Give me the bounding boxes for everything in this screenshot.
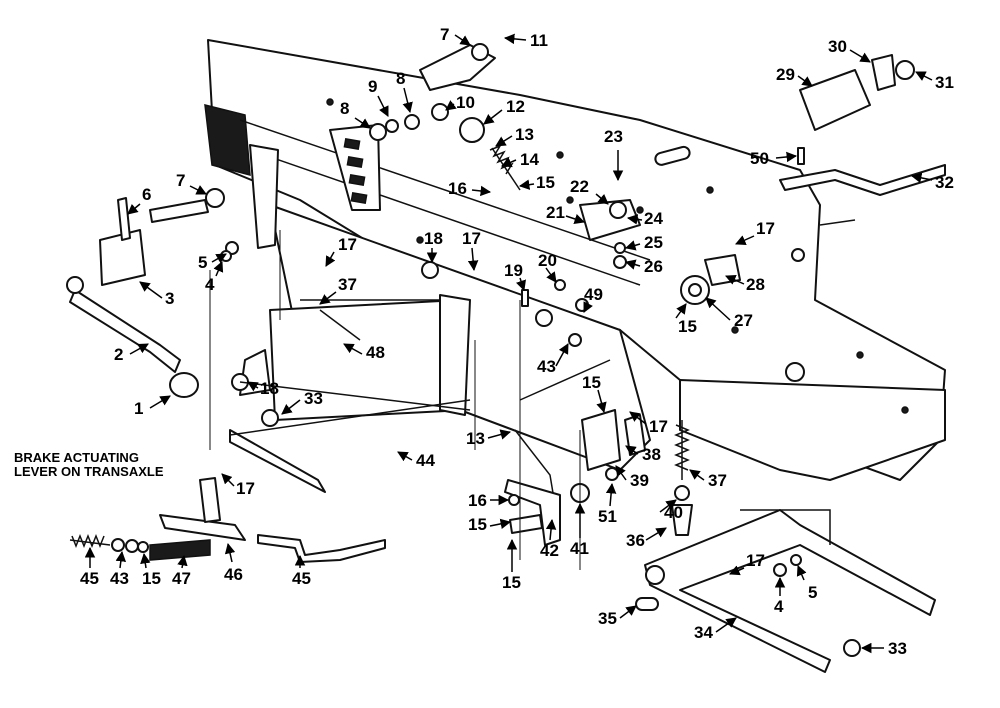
callout-label: 45	[292, 569, 311, 588]
callout-label: 10	[456, 93, 475, 112]
callout-label: 8	[340, 99, 349, 118]
callout-label: 37	[338, 275, 357, 294]
callouts: 7 11 30 29 31 9 8 8 10 12 13 14 23 16 15…	[80, 25, 954, 658]
callout-label: 17	[756, 219, 775, 238]
callout-label: 8	[396, 69, 405, 88]
callout-label: 29	[776, 65, 795, 84]
callout-label: 44	[416, 451, 435, 470]
callout-label: 13	[515, 125, 534, 144]
callout-label: 26	[644, 257, 663, 276]
callout-label: 3	[165, 289, 174, 308]
callout-label: 45	[80, 569, 99, 588]
callout-label: 42	[540, 541, 559, 560]
callout-label: 11	[530, 31, 548, 50]
callout-label: 49	[584, 285, 603, 304]
callout-label: 23	[604, 127, 623, 146]
callout-label: 35	[598, 609, 617, 628]
callout-label: 7	[176, 171, 185, 190]
callout-label: 46	[224, 565, 243, 584]
callout-label: 33	[304, 389, 323, 408]
callout-label: 17	[236, 479, 255, 498]
callout-label: 5	[198, 253, 207, 272]
callout-label: 25	[644, 233, 663, 252]
callout-label: 28	[746, 275, 765, 294]
callout-label: 7	[440, 25, 449, 44]
callout-label: 14	[520, 150, 539, 169]
callout-label: 18	[424, 229, 443, 248]
callout-label: 47	[172, 569, 191, 588]
callout-label: 16	[448, 179, 467, 198]
callout-label: 27	[734, 311, 753, 330]
callout-label: 34	[694, 623, 713, 642]
callout-label: 5	[808, 583, 817, 602]
callout-label: 15	[678, 317, 697, 336]
callout-label: 6	[142, 185, 151, 204]
callout-label: 2	[114, 345, 123, 364]
callout-label: 15	[502, 573, 521, 592]
callout-label: 17	[649, 417, 668, 436]
callout-label: 31	[935, 73, 954, 92]
callout-label: 12	[506, 97, 525, 116]
callout-label: 30	[828, 37, 847, 56]
callout-label: 17	[462, 229, 481, 248]
callout-label: 33	[888, 639, 907, 658]
callout-label: 9	[368, 77, 377, 96]
callout-label: 15	[468, 515, 487, 534]
callout-label: 37	[708, 471, 727, 490]
callout-label: 38	[642, 445, 661, 464]
callout-label: 39	[630, 471, 649, 490]
callout-label: 13	[466, 429, 485, 448]
callout-label: 41	[570, 539, 589, 558]
callout-label: 51	[598, 507, 617, 526]
callout-label: 32	[935, 173, 954, 192]
callout-label: 36	[626, 531, 645, 550]
callout-label: 40	[664, 503, 683, 522]
callout-label: 21	[546, 203, 565, 222]
callout-label: 17	[338, 235, 357, 254]
parts	[66, 54, 946, 673]
callout-label: 17	[746, 551, 765, 570]
callout-label: 4	[774, 597, 784, 616]
callout-label: 43	[537, 357, 556, 376]
callout-label: 16	[468, 491, 487, 510]
callout-label: 20	[538, 251, 557, 270]
callout-label: 15	[536, 173, 555, 192]
callout-label: 43	[110, 569, 129, 588]
brake-note-line1: BRAKE ACTUATING	[14, 450, 139, 465]
callout-label: 19	[504, 261, 523, 280]
callout-label: 24	[644, 209, 663, 228]
callout-label: 4	[205, 275, 215, 294]
callout-label: 15	[582, 373, 601, 392]
callout-label: 18	[260, 379, 279, 398]
callout-label: 22	[570, 177, 589, 196]
callout-label: 15	[142, 569, 161, 588]
callout-label: 50	[750, 149, 769, 168]
callout-label: 1	[134, 399, 143, 418]
brake-note-line2: LEVER ON TRANSAXLE	[14, 464, 164, 479]
callout-label: 48	[366, 343, 385, 362]
